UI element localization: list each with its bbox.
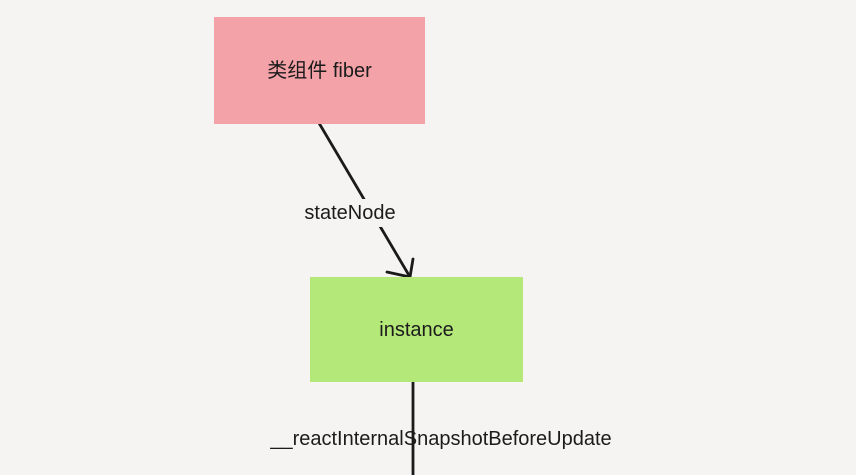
node-class-component-fiber-label: 类组件 fiber: [267, 59, 372, 82]
node-instance-label: instance: [379, 318, 454, 341]
edge-label-statenode-text: stateNode: [304, 202, 396, 224]
statenode-arrowhead-right: [408, 257, 415, 279]
node-class-component-fiber[interactable]: 类组件 fiber: [214, 17, 425, 124]
edge-label-snapshot: __reactInternalSnapshotBeforeUpdate: [270, 427, 611, 451]
edge-label-snapshot-text: __reactInternalSnapshotBeforeUpdate: [270, 428, 612, 450]
edge-label-statenode: stateNode: [300, 199, 400, 227]
statenode-arrowhead-left: [385, 270, 412, 279]
node-instance[interactable]: instance: [310, 277, 523, 382]
